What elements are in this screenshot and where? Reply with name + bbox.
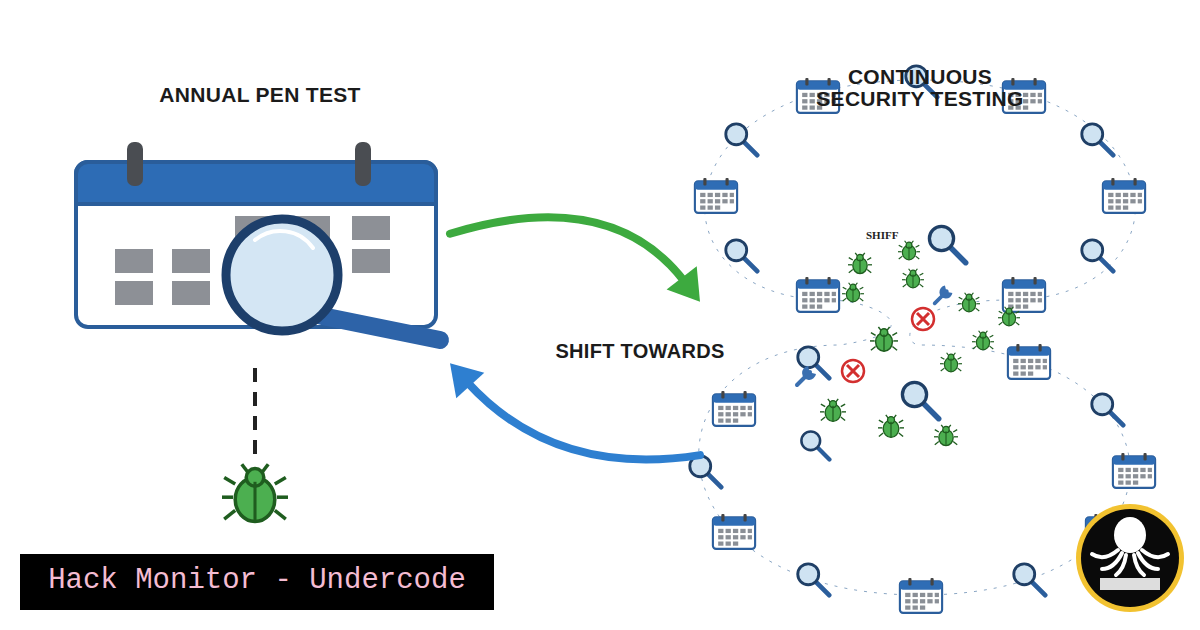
watermark-band	[20, 554, 494, 610]
arrow-head	[450, 363, 484, 398]
logo	[1076, 504, 1184, 612]
watermark: Hack Monitor - Undercode	[20, 561, 494, 601]
dashed-line	[253, 368, 257, 455]
calendar-illustration	[76, 142, 440, 340]
node-heading: CONTINUOUS SECURITY TESTING	[804, 66, 1036, 110]
arrow-line	[450, 217, 684, 281]
loop-node: CONTINUOUS SECURITY TESTING	[700, 66, 1140, 614]
shift-label: SHIFT TOWARDS	[505, 340, 775, 363]
bug-caption: SHIFF	[866, 229, 926, 241]
node-heading: ANNUAL PEN TEST	[70, 84, 450, 106]
bug-icon	[222, 464, 288, 521]
arrow-line	[468, 383, 700, 460]
arrow-head	[667, 266, 700, 301]
return-arrow	[450, 363, 700, 459]
shift-arrow	[450, 217, 700, 301]
calendar-node: ANNUAL PEN TEST	[70, 84, 450, 372]
